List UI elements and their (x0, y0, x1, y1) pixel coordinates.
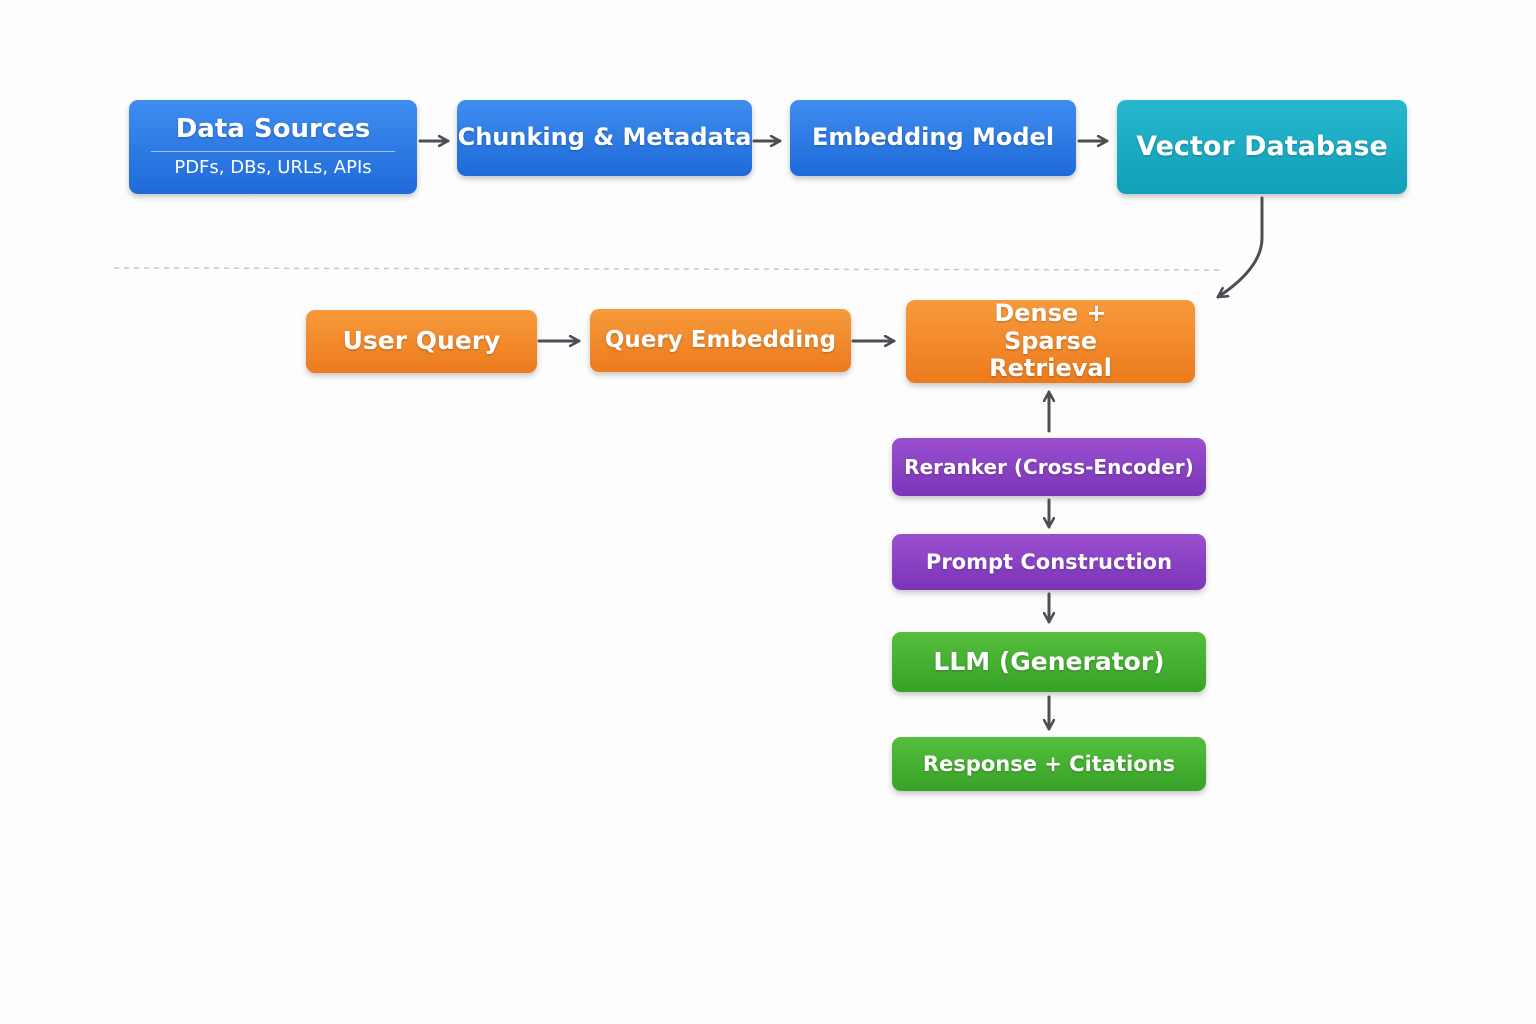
arrow-vectordb-to-retrieval (1216, 196, 1264, 299)
embedding-model-label: Embedding Model (811, 123, 1055, 152)
llm-generator-label: LLM (Generator) (933, 646, 1165, 676)
query-embedding-label: Query Embedding (604, 327, 837, 354)
chunking-node: Chunking & Metadata (457, 100, 752, 176)
data-sources-divider (151, 151, 395, 153)
data-sources-node: Data Sources PDFs, DBs, URLs, APIs (129, 100, 417, 194)
vector-database-node: Vector Database (1117, 100, 1407, 194)
user-query-node: User Query (306, 310, 537, 373)
data-sources-subtitle: PDFs, DBs, URLs, APIs (174, 157, 372, 179)
retrieval-node: Dense + Sparse Retrieval (906, 299, 1195, 383)
prompt-construction-node: Prompt Construction (892, 534, 1206, 590)
llm-generator-node: LLM (Generator) (892, 632, 1206, 692)
data-sources-title: Data Sources (175, 114, 371, 145)
reranker-label: Reranker (Cross-Encoder) (904, 454, 1194, 479)
response-citations-node: Response + Citations (892, 737, 1206, 791)
embedding-model-node: Embedding Model (790, 100, 1076, 176)
query-embedding-node: Query Embedding (590, 309, 851, 372)
prompt-construction-label: Prompt Construction (925, 549, 1173, 574)
user-query-label: User Query (342, 326, 501, 356)
vector-database-label: Vector Database (1136, 131, 1388, 163)
retrieval-label: Dense + Sparse Retrieval (989, 299, 1112, 383)
response-citations-label: Response + Citations (922, 751, 1176, 776)
chunking-label: Chunking & Metadata (457, 123, 752, 152)
section-divider (113, 267, 1223, 271)
reranker-node: Reranker (Cross-Encoder) (892, 438, 1206, 496)
